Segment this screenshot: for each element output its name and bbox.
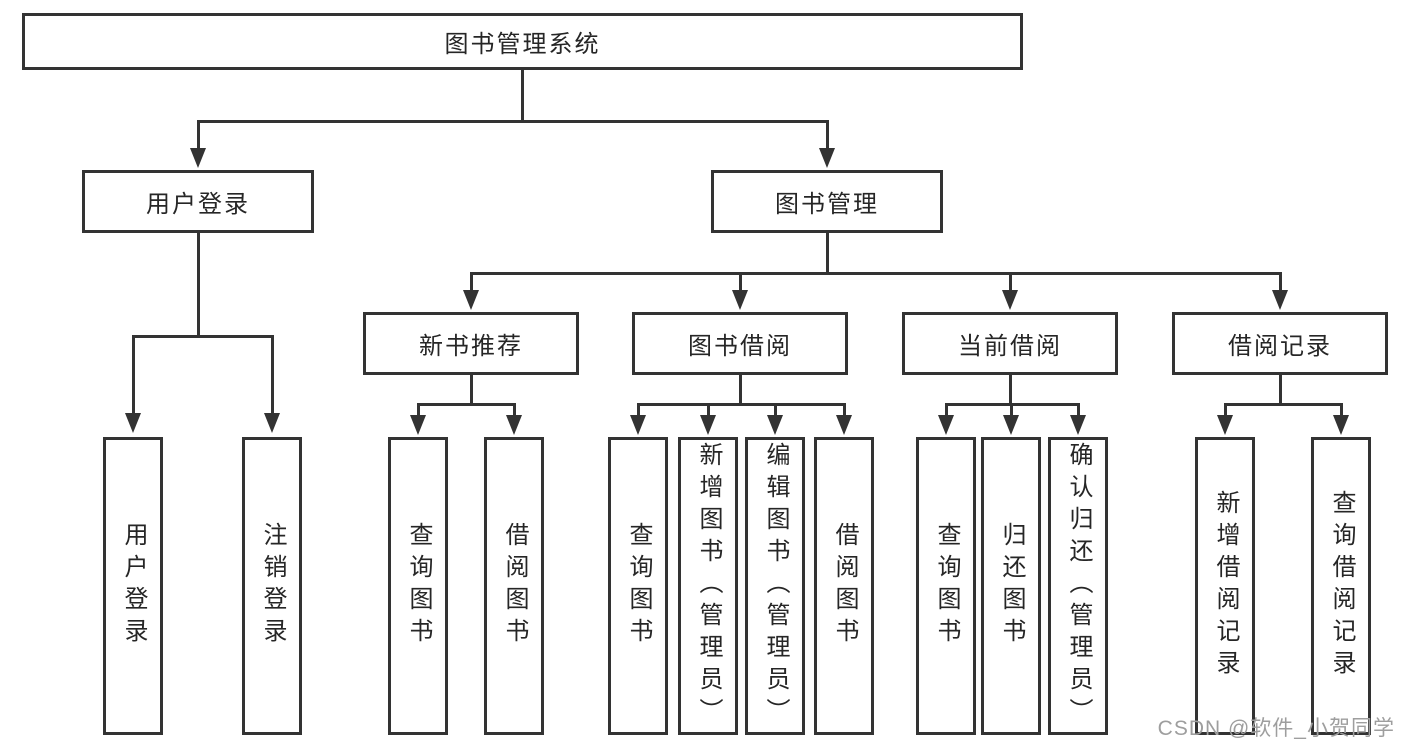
leaf-query-book-current-label: 查询图书: [933, 522, 960, 650]
node-user-login-label: 用户登录: [146, 191, 250, 218]
connector-drop-leaf-logout: [271, 335, 274, 413]
arrowhead-user-login-icon: [190, 148, 206, 168]
arrowhead-new-book-recommend-icon: [463, 290, 479, 310]
connector-drop-new-book-recommend: [470, 272, 473, 290]
arrowhead-add-book-icon: [700, 415, 716, 435]
arrowhead-book-management-icon: [819, 148, 835, 168]
watermark: CSDN @软件_小贺同学: [1157, 717, 1395, 740]
arrowhead-confirm-return-icon: [1070, 415, 1086, 435]
connector-current-borrow-stem: [1009, 375, 1012, 403]
connector-drop-add-book: [707, 403, 710, 415]
connector-root-bar: [197, 120, 829, 123]
leaf-edit-book-admin: 编辑图书（管理员）: [745, 437, 805, 735]
connector-drop-confirm-return: [1077, 403, 1080, 415]
arrowhead-query-book-a-icon: [410, 415, 426, 435]
connector-drop-borrow-book-b: [843, 403, 846, 415]
node-book-management: 图书管理: [711, 170, 943, 233]
arrowhead-edit-book-icon: [767, 415, 783, 435]
leaf-borrow-book: 借阅图书: [814, 437, 874, 735]
leaf-logout: 注销登录: [242, 437, 302, 735]
connector-root-stem: [521, 70, 524, 120]
leaf-confirm-return-admin-label: 确认归还（管理员）: [1065, 442, 1092, 730]
arrowhead-leaf-logout-icon: [264, 413, 280, 433]
leaf-query-book-current: 查询图书: [916, 437, 976, 735]
connector-drop-edit-book: [774, 403, 777, 415]
leaf-logout-label: 注销登录: [259, 522, 286, 650]
connector-new-book-recommend-stem: [470, 375, 473, 403]
node-book-borrow: 图书借阅: [632, 312, 848, 375]
connector-drop-book-management: [826, 120, 829, 148]
connector-new-book-recommend-bar: [417, 403, 516, 406]
connector-user-login-bar: [132, 335, 274, 338]
leaf-query-book-recommend-label: 查询图书: [405, 522, 432, 650]
leaf-return-book: 归还图书: [981, 437, 1041, 735]
connector-drop-query-record: [1340, 403, 1343, 415]
node-borrow-records-label: 借阅记录: [1228, 333, 1332, 360]
root-node-label: 图书管理系统: [444, 31, 601, 58]
root-node: 图书管理系统: [22, 13, 1023, 70]
leaf-query-book-recommend: 查询图书: [388, 437, 448, 735]
connector-drop-borrow-records: [1279, 272, 1282, 290]
node-current-borrow: 当前借阅: [902, 312, 1118, 375]
arrowhead-add-record-icon: [1217, 415, 1233, 435]
connector-drop-add-record: [1224, 403, 1227, 415]
node-new-book-recommend-label: 新书推荐: [419, 333, 523, 360]
arrowhead-query-book-b-icon: [630, 415, 646, 435]
node-user-login: 用户登录: [82, 170, 314, 233]
arrowhead-borrow-book-a-icon: [506, 415, 522, 435]
connector-drop-query-book-a: [417, 403, 420, 415]
leaf-confirm-return-admin: 确认归还（管理员）: [1048, 437, 1108, 735]
leaf-add-borrow-record: 新增借阅记录: [1195, 437, 1255, 735]
leaf-query-borrow-record: 查询借阅记录: [1311, 437, 1371, 735]
connector-borrow-records-stem: [1279, 375, 1282, 403]
arrowhead-leaf-user-login-icon: [125, 413, 141, 433]
arrowhead-query-record-icon: [1333, 415, 1349, 435]
connector-drop-user-login: [197, 120, 200, 148]
arrowhead-query-book-c-icon: [938, 415, 954, 435]
leaf-borrow-book-label: 借阅图书: [831, 522, 858, 650]
node-borrow-records: 借阅记录: [1172, 312, 1388, 375]
connector-book-borrow-bar: [637, 403, 845, 406]
leaf-add-borrow-record-label: 新增借阅记录: [1212, 490, 1239, 682]
node-new-book-recommend: 新书推荐: [363, 312, 579, 375]
node-book-management-label: 图书管理: [775, 191, 879, 218]
leaf-add-book-admin-label: 新增图书（管理员）: [695, 442, 722, 730]
leaf-return-book-label: 归还图书: [998, 522, 1025, 650]
node-current-borrow-label: 当前借阅: [958, 333, 1062, 360]
connector-drop-query-book-c: [945, 403, 948, 415]
arrowhead-return-book-icon: [1003, 415, 1019, 435]
connector-user-login-stem: [197, 233, 200, 335]
connector-book-management-stem: [826, 233, 829, 272]
leaf-add-book-admin: 新增图书（管理员）: [678, 437, 738, 735]
leaf-borrow-book-recommend-label: 借阅图书: [501, 522, 528, 650]
connector-drop-borrow-book-a: [513, 403, 516, 415]
leaf-user-login: 用户登录: [103, 437, 163, 735]
connector-drop-book-borrow: [739, 272, 742, 290]
connector-drop-current-borrow: [1009, 272, 1012, 290]
leaf-query-borrow-record-label: 查询借阅记录: [1328, 490, 1355, 682]
arrowhead-book-borrow-icon: [732, 290, 748, 310]
connector-book-management-bar: [470, 272, 1282, 275]
connector-drop-return-book: [1010, 403, 1013, 415]
arrowhead-borrow-book-b-icon: [836, 415, 852, 435]
leaf-query-book-borrow: 查询图书: [608, 437, 668, 735]
arrowhead-borrow-records-icon: [1272, 290, 1288, 310]
leaf-borrow-book-recommend: 借阅图书: [484, 437, 544, 735]
arrowhead-current-borrow-icon: [1002, 290, 1018, 310]
leaf-user-login-label: 用户登录: [120, 522, 147, 650]
connector-borrow-records-bar: [1224, 403, 1343, 406]
leaf-edit-book-admin-label: 编辑图书（管理员）: [762, 442, 789, 730]
node-book-borrow-label: 图书借阅: [688, 333, 792, 360]
leaf-query-book-borrow-label: 查询图书: [625, 522, 652, 650]
connector-book-borrow-stem: [739, 375, 742, 403]
connector-drop-query-book-b: [637, 403, 640, 415]
connector-drop-leaf-user-login: [132, 335, 135, 413]
